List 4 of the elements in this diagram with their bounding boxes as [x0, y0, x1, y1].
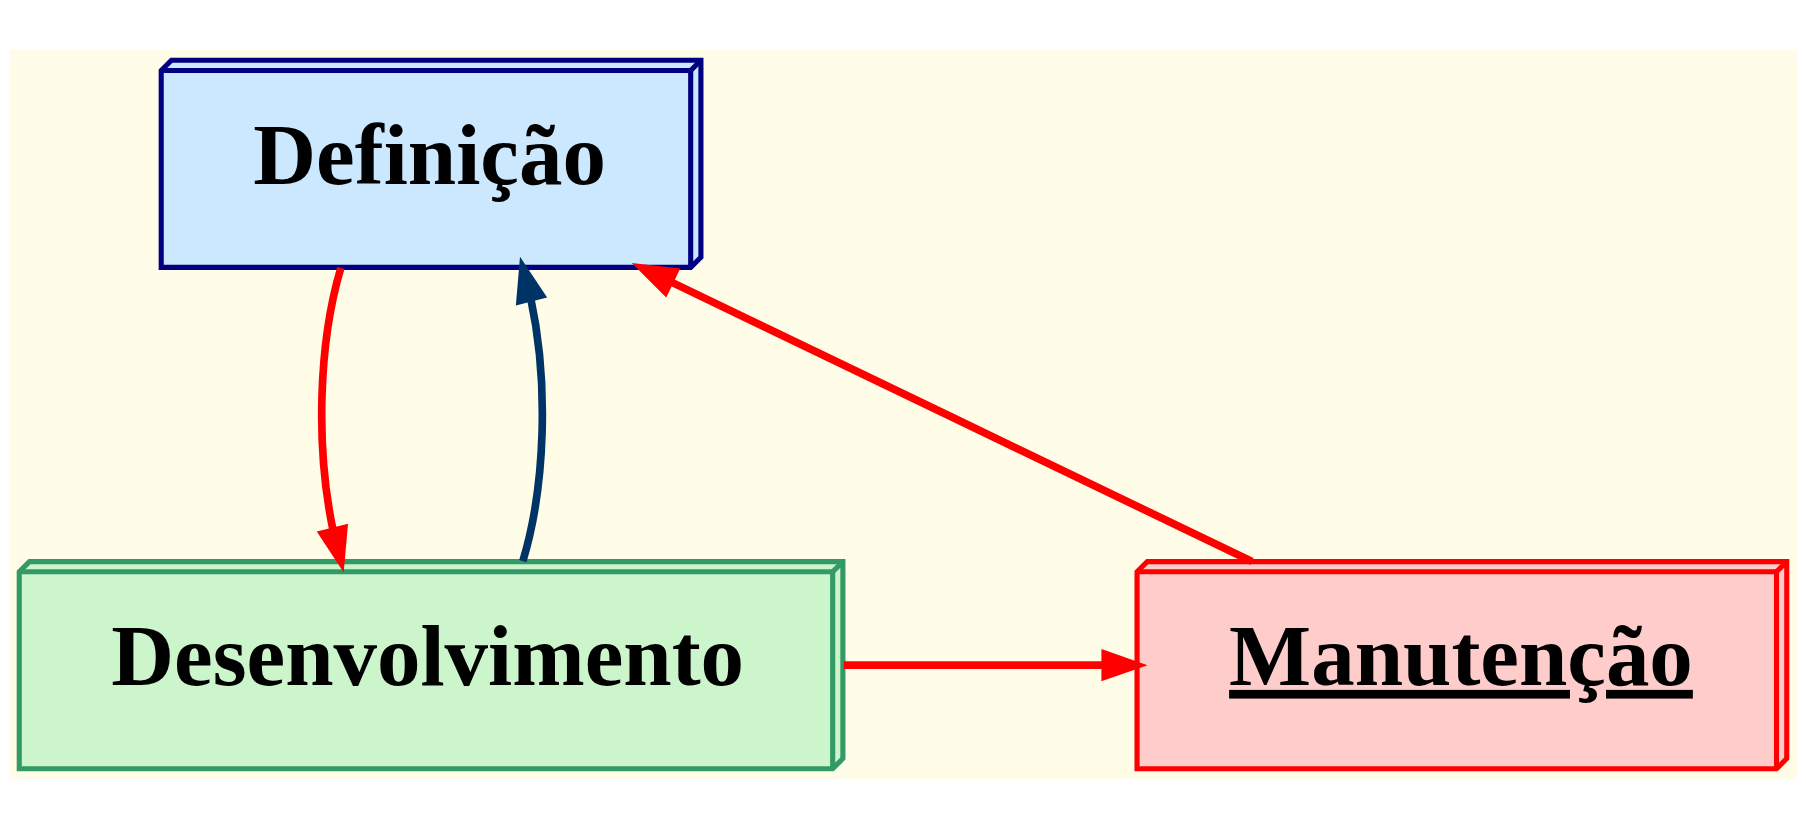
- arrow: [515, 256, 548, 562]
- arrow: [316, 266, 349, 572]
- arrow: [631, 262, 1254, 565]
- arrow: [843, 648, 1148, 681]
